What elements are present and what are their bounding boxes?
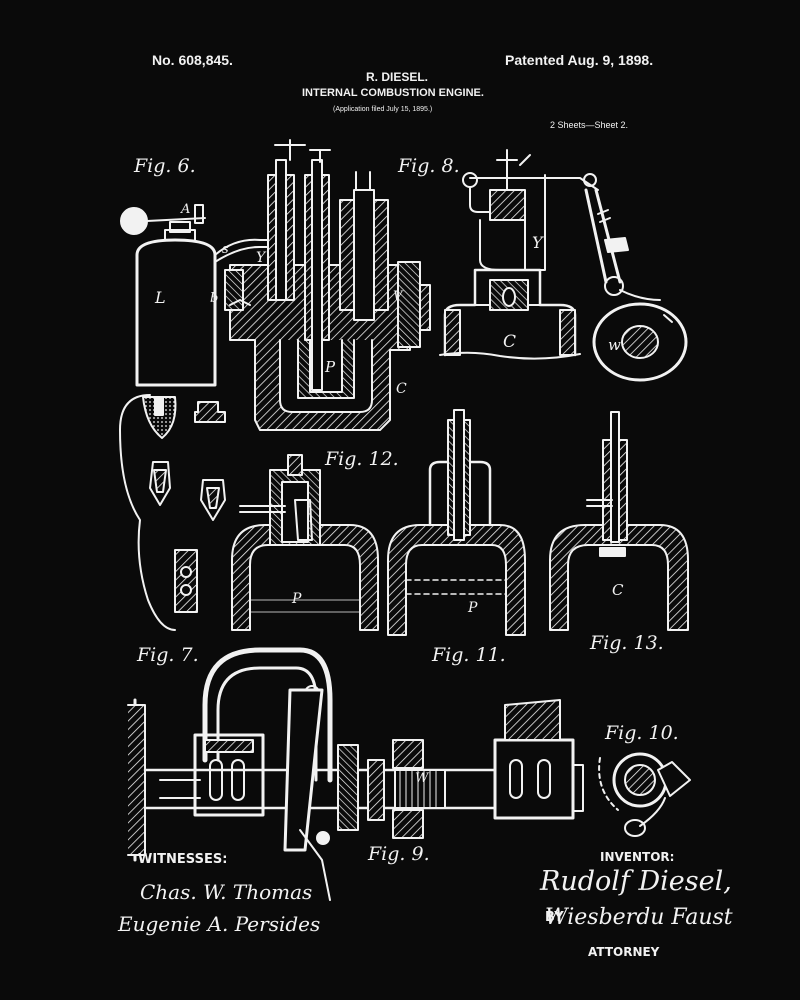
attorney-label: ATTORNEY — [588, 945, 660, 959]
fig12-drawing — [231, 454, 379, 631]
by-label: BY — [545, 910, 564, 925]
svg-text:C: C — [396, 381, 407, 397]
patent-date: Patented Aug. 9, 1898. — [505, 52, 654, 68]
fig6-drawing — [120, 139, 431, 431]
svg-text:b: b — [210, 291, 218, 306]
svg-text:P: P — [324, 358, 336, 376]
fig8-label: Fig. 8. — [398, 155, 460, 177]
fig11-label: Fig. 11. — [432, 644, 506, 666]
inventor-name-header: R. DIESEL. — [366, 70, 429, 84]
fig13-drawing — [549, 411, 689, 631]
svg-text:P: P — [467, 600, 478, 616]
svg-text:C: C — [503, 332, 516, 352]
inventor-signature: Rudolf Diesel, — [540, 866, 732, 897]
fig9-drawing — [127, 647, 584, 901]
sheet-info: 2 Sheets—Sheet 2. — [550, 120, 629, 130]
svg-text:Y: Y — [532, 233, 544, 252]
application-note: (Application filed July 15, 1895.) — [333, 106, 433, 113]
witnesses-label: WITNESSES: — [138, 852, 228, 867]
fig10-label: Fig. 10. — [605, 722, 679, 744]
fig10-drawing — [598, 752, 691, 837]
fig9-label: Fig. 9. — [368, 843, 430, 865]
witness-2-signature: Eugenie A. Persides — [118, 912, 321, 936]
fig11-drawing — [387, 409, 526, 636]
fig13-label: Fig. 13. — [590, 632, 664, 654]
fig7-label: Fig. 7. — [137, 644, 199, 666]
svg-text:s: s — [222, 242, 229, 257]
svg-text:Y: Y — [256, 250, 267, 266]
svg-text:A: A — [180, 202, 190, 217]
svg-text:P: P — [291, 591, 302, 607]
patent-title: INTERNAL COMBUSTION ENGINE. — [302, 87, 484, 99]
fig7-details — [119, 394, 226, 631]
svg-text:L: L — [154, 288, 166, 307]
svg-text:C: C — [612, 581, 624, 599]
svg-text:w: w — [608, 336, 621, 354]
fig6-label: Fig. 6. — [134, 155, 196, 177]
fig8-drawing — [439, 149, 688, 382]
attorney-signature: Wiesberdu Faust — [545, 905, 733, 930]
patent-number: No. 608,845. — [152, 52, 233, 68]
inventor-label: INVENTOR: — [600, 850, 675, 864]
svg-text:W: W — [415, 771, 430, 786]
fig12-label: Fig. 12. — [325, 448, 399, 470]
svg-text:V: V — [393, 289, 404, 304]
witness-1-signature: Chas. W. Thomas — [140, 880, 313, 904]
